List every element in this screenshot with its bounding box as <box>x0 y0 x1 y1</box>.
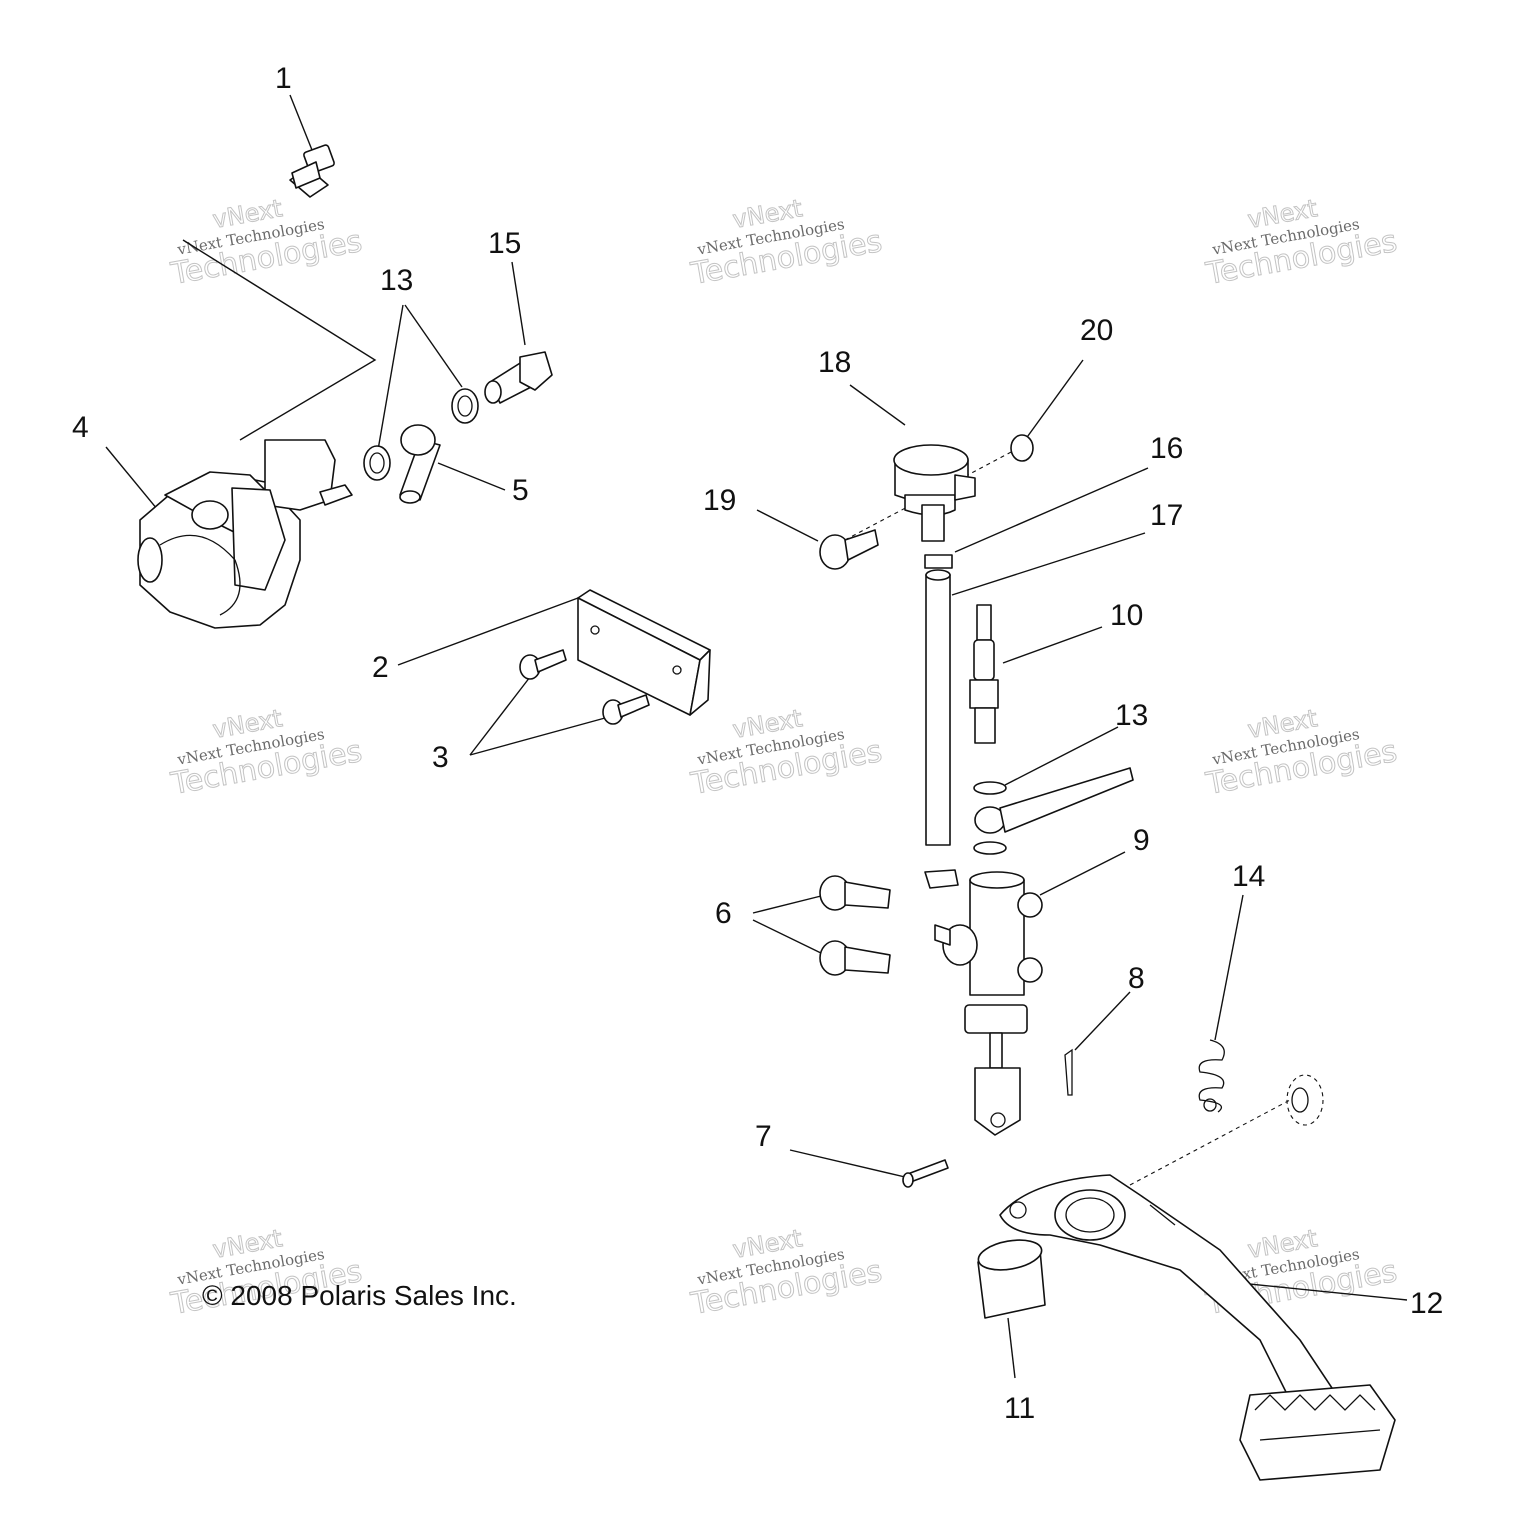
watermark: vNext vNext Technologies Technologies <box>1202 194 1400 293</box>
callout-17: 17 <box>1150 499 1183 532</box>
cotter-pin <box>1064 1048 1073 1096</box>
pivot-bushing <box>977 1239 1046 1319</box>
watermark: vNext vNext Technologies Technologies <box>167 704 365 803</box>
callout-12: 12 <box>1410 1287 1443 1320</box>
callout-13-upper: 13 <box>380 264 413 297</box>
mounting-bracket <box>577 589 711 716</box>
callout-13-lower: 13 <box>1115 699 1148 732</box>
callout-3: 3 <box>432 741 449 774</box>
brake-pedal <box>999 1174 1396 1481</box>
master-cylinder <box>934 871 1043 1136</box>
pedal-bushing <box>1286 1074 1324 1126</box>
fluid-reservoir <box>893 444 976 542</box>
banjo-bolt <box>484 351 553 404</box>
callout-4: 4 <box>72 411 89 444</box>
callout-15: 15 <box>488 227 521 260</box>
callout-2: 2 <box>372 651 389 684</box>
screws-3 <box>519 649 650 725</box>
callout-16: 16 <box>1150 432 1183 465</box>
watermark: vNext vNext Technologies Technologies <box>687 194 885 293</box>
washer-13a <box>363 445 391 481</box>
reservoir-hose <box>925 569 951 846</box>
bolt-1 <box>289 144 335 198</box>
callout-8: 8 <box>1128 962 1145 995</box>
washer-13c <box>973 781 1007 795</box>
bolts-6 <box>819 875 891 976</box>
washer-13d <box>973 841 1007 855</box>
hose-clamp-16 <box>924 554 953 569</box>
watermark: vNext vNext Technologies Technologies <box>687 704 885 803</box>
hose-clamp-lower <box>924 869 959 889</box>
callout-7: 7 <box>755 1120 772 1153</box>
callout-1: 1 <box>275 62 292 95</box>
callout-6: 6 <box>715 897 732 930</box>
watermarks: vNext vNext Technologies Technologies vN… <box>167 194 1400 1323</box>
callout-11: 11 <box>1004 1392 1035 1425</box>
brake-caliper <box>137 439 353 629</box>
callout-20: 20 <box>1080 314 1113 347</box>
callout-19: 19 <box>703 484 736 517</box>
leader-lines <box>105 94 1408 1379</box>
banjo-fitting <box>399 424 441 504</box>
callout-9: 9 <box>1133 824 1150 857</box>
bolt-19 <box>819 529 879 570</box>
washer-13b <box>451 388 479 424</box>
callout-14: 14 <box>1232 860 1265 893</box>
clevis-pin <box>902 1159 949 1188</box>
nut-20 <box>1010 434 1034 462</box>
brake-switch <box>969 604 999 744</box>
watermark: vNext vNext Technologies Technologies <box>167 194 365 293</box>
callouts: 1 2 3 4 5 6 7 8 9 10 11 12 13 13 14 15 1… <box>72 62 1443 1425</box>
callout-18: 18 <box>818 346 851 379</box>
brake-line-banjo <box>974 767 1134 834</box>
callout-5: 5 <box>512 474 529 507</box>
return-spring <box>1198 1039 1225 1113</box>
watermark: vNext vNext Technologies Technologies <box>1202 704 1400 803</box>
callout-10: 10 <box>1110 599 1143 632</box>
watermark: vNext vNext Technologies Technologies <box>687 1224 885 1323</box>
copyright-text: © 2008 Polaris Sales Inc. <box>202 1280 517 1311</box>
